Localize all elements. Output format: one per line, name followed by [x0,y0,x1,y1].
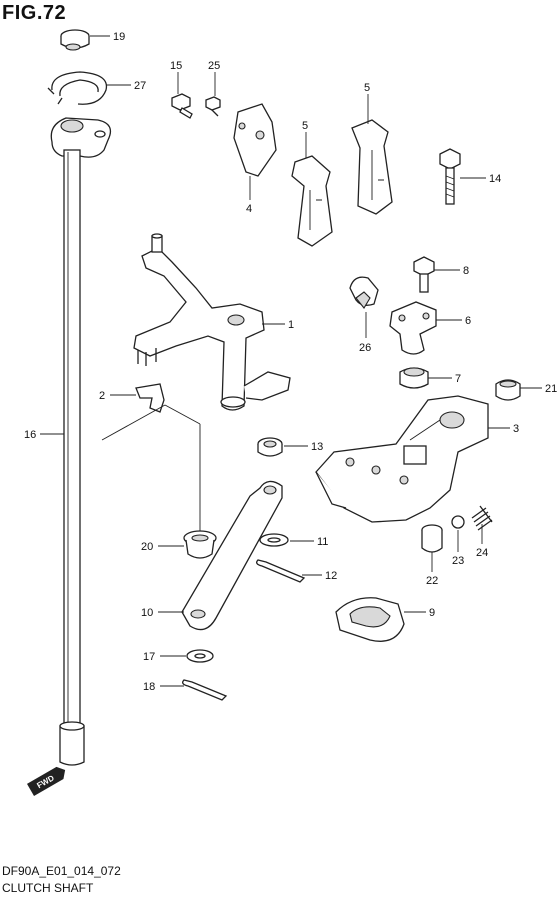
callout-27: 27 [134,80,146,92]
part-6-holder [389,301,437,355]
part-4-plate [233,103,277,177]
callout-2: 2 [99,390,105,402]
callout-25: 25 [208,60,220,72]
callout-4: 4 [246,203,252,215]
figure-caption: CLUTCH SHAFT [2,881,94,895]
callout-18: 18 [143,681,155,693]
part-5b-guide [351,119,393,215]
part-21-plug [495,379,521,401]
part-16-clutch-shaft [50,117,112,766]
part-5a-guide [291,155,333,247]
callout-10: 10 [141,607,153,619]
drawing-code: DF90A_E01_014_072 [2,864,121,878]
callout-3: 3 [513,423,519,435]
callout-20: 20 [141,541,153,553]
callout-24: 24 [476,547,488,559]
callout-16: 16 [24,429,36,441]
callout-23: 23 [452,555,464,567]
callout-17: 17 [143,651,155,663]
part-11-washer [259,533,289,547]
part-20-bushing [183,530,217,559]
callout-9: 9 [429,607,435,619]
part-26-clip [349,276,379,309]
part-10-link [181,480,283,631]
callout-13: 13 [311,441,323,453]
part-12-cotter-pin [256,559,306,583]
callout-26: 26 [359,342,371,354]
part-8-bolt [413,256,435,293]
part-7-bushing [399,367,429,389]
part-9-seal [335,597,405,642]
callout-19: 19 [113,31,125,43]
callout-22: 22 [426,575,438,587]
callout-14: 14 [489,173,501,185]
part-3-housing [315,395,489,523]
part-1-lever [133,233,291,411]
figure-title: FIG.72 [2,2,67,24]
callout-5b: 5 [364,82,370,94]
part-24-spring [471,505,493,531]
part-18-cotter-pin [182,679,228,701]
part-13-bushing [257,437,283,457]
part-25-bolt [205,96,221,117]
part-23-ball [451,515,465,529]
callout-5a: 5 [302,120,308,132]
callout-8: 8 [463,265,469,277]
callout-11: 11 [317,536,328,548]
part-14-bolt [439,148,461,205]
callout-1: 1 [288,319,294,331]
fwd-badge: FWD [27,766,66,796]
part-15-bolt [171,93,193,119]
part-27-snap-ring [47,71,108,105]
part-22-sleeve [421,524,443,553]
callout-7: 7 [455,373,461,385]
part-19-plug [60,29,90,51]
callout-21: 21 [545,383,557,395]
part-2-clip [135,383,165,413]
callout-12: 12 [325,570,337,582]
part-17-washer [186,649,214,663]
callout-6: 6 [465,315,471,327]
callout-15: 15 [170,60,182,72]
